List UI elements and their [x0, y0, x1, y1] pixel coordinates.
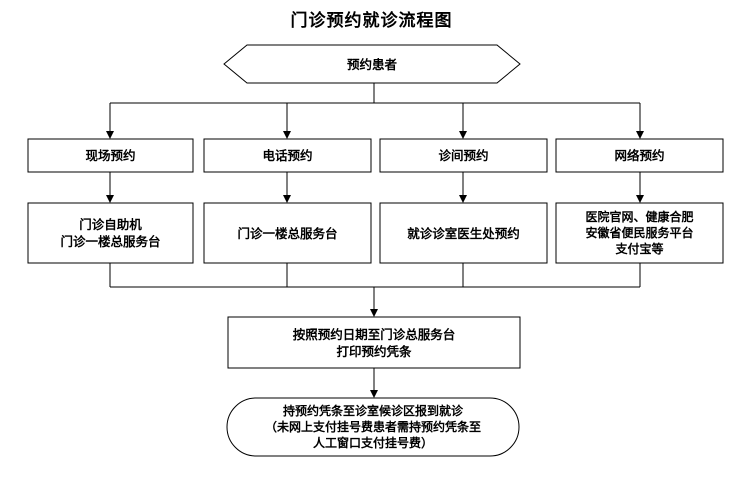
detail-online-line-3: 支付宝等	[615, 242, 664, 256]
final-step-line-1: 持预约凭条至诊室候诊区报到就诊	[282, 404, 463, 418]
detail-clinic-line-1: 就诊诊室医生处预约	[407, 225, 520, 241]
channel-onsite: 现场预约	[28, 139, 193, 172]
final-step-shape	[226, 397, 520, 457]
channel-box-3	[379, 138, 548, 173]
detail-clinic: 就诊诊室医生处预约	[380, 203, 547, 263]
channel-phone: 电话预约	[204, 139, 371, 172]
detail-phone: 门诊一楼总服务台	[204, 203, 371, 263]
detail-box-3	[379, 202, 548, 264]
print-step: 按照预约日期至门诊总服务台 打印预约凭条	[228, 317, 520, 368]
detail-phone-line-1: 门诊一楼总服务台	[237, 225, 338, 241]
print-step-line-2: 打印预约凭条	[336, 343, 412, 359]
final-step-line-2: （未网上支付挂号费患者需持预约凭条至	[264, 420, 481, 434]
channel-online: 网络预约	[556, 139, 723, 172]
detail-online-line-2: 安徽省便民服务平台	[585, 226, 694, 240]
channel-clinic-label: 诊间预约	[438, 148, 489, 163]
start-node-label: 预约患者	[346, 56, 397, 72]
final-step: 持预约凭条至诊室候诊区报到就诊 （未网上支付挂号费患者需持预约凭条至 人工窗口支…	[227, 398, 519, 456]
detail-online: 医院官网、健康合肥 安徽省便民服务平台 支付宝等	[556, 203, 723, 263]
print-step-shape	[227, 316, 521, 369]
detail-onsite-line-2: 门诊一楼总服务台	[60, 234, 161, 249]
channel-online-label: 网络预约	[614, 148, 665, 163]
channel-box-2	[203, 138, 372, 173]
channel-box-1	[27, 138, 194, 173]
channel-clinic: 诊间预约	[380, 139, 547, 172]
detail-onsite-line-1: 门诊自助机	[79, 217, 142, 232]
detail-box-1	[27, 202, 194, 264]
start-node: 预约患者	[247, 45, 497, 83]
detail-onsite: 门诊自助机 门诊一楼总服务台	[28, 203, 193, 263]
channel-phone-label: 电话预约	[262, 148, 313, 163]
print-step-line-1: 按照预约日期至门诊总服务台	[292, 326, 456, 342]
channel-onsite-label: 现场预约	[85, 148, 136, 163]
detail-online-line-1: 医院官网、健康合肥	[585, 210, 694, 224]
start-node-shape	[223, 44, 521, 84]
final-step-line-3: 人工窗口支付挂号费）	[312, 436, 433, 450]
diagram-title: 门诊预约就诊流程图	[290, 11, 453, 31]
